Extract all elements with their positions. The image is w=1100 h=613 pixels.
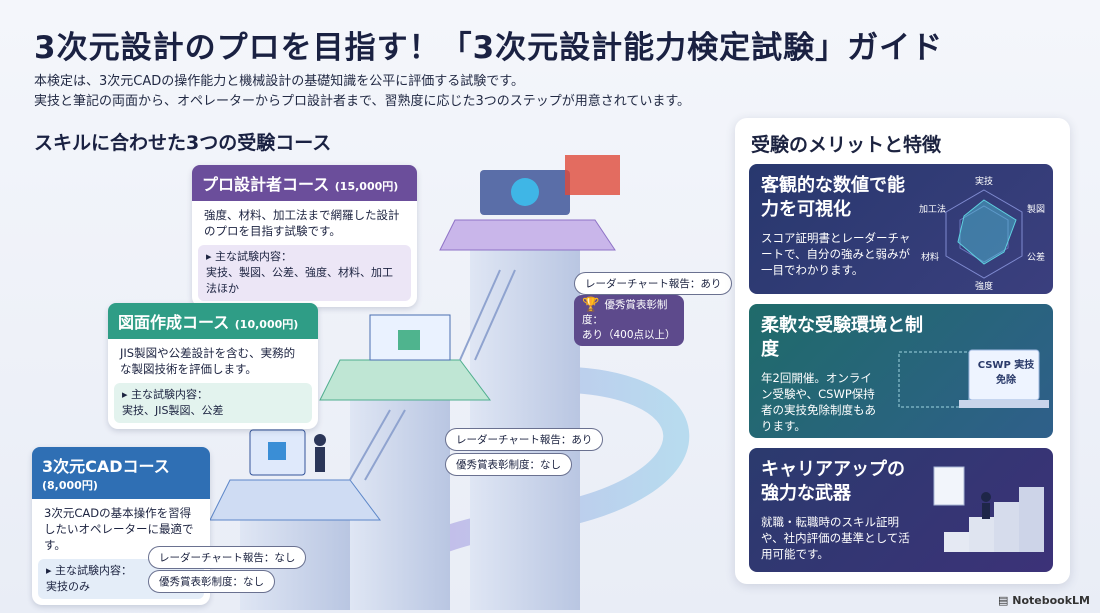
platform-cad [209,479,381,521]
career-stairs-icon [933,466,1044,552]
course-desc-drawing: JIS製図や公差設計を含む、実務的な製図技術を評価します。 [120,346,296,376]
heatmap-screen [565,155,620,195]
play-icon: ▸ [122,388,128,401]
platform-pro [439,219,616,251]
course-header-cad: 3次元CADコース (8,000円) [32,447,210,499]
course-header-pro: プロ設計者コース (15,000円) [192,165,417,201]
award-box-pro: 🏆 優秀賞表彰制度： あり（400点以上） [574,295,684,346]
merit-desc-visualize: スコア証明書とレーダーチャートで、自分の強みと弱みが一目でわかります。 [761,231,911,277]
intro-text: 本検定は、3次元CADの操作能力と機械設計の基礎知識を公平に評価する試験です。 … [34,72,690,112]
footer-brand: ▤ NotebookLM [998,594,1090,607]
radar-label-5: 材料 [921,251,939,263]
course-card-drawing: 図面作成コース (10,000円) JIS製図や公差設計を含む、実務的な製図技術… [108,303,318,429]
trophy-icon: 🏆 [582,297,600,313]
course-card-cad: 3次元CADコース (8,000円) 3次元CADの基本操作を習得したいオペレー… [32,447,210,605]
cad-cube [268,442,286,460]
radar-chart-icon: 実技 製図 公差 強度 材料 加工法 [919,175,1045,290]
intro-line-1: 本検定は、3次元CADの操作能力と機械設計の基礎知識を公平に評価する試験です。 [34,74,524,89]
radar-report-cad: レーダーチャート報告：なし [148,546,307,569]
tower-pro [470,240,580,610]
tower-illustration [209,155,690,610]
operator-figure [314,434,326,446]
play-icon: ▸ [46,564,52,577]
platform-drawing [319,359,491,401]
course-desc-cad: 3次元CADの基本操作を習得したいオペレーターに最適です。 [44,506,194,552]
merit-card-career: キャリアアップの強力な武器 就職・転職時のスキル証明や、社内評価の基準として活用… [749,448,1053,572]
radar-report-pro: レーダーチャート報告：あり [574,272,733,295]
course-price-drawing: (10,000円) [234,318,299,331]
course-name-pro: プロ設計者コース [202,175,330,194]
radar-label-1: 実技 [975,175,993,187]
radar-label-4: 強度 [975,280,993,290]
course-name-cad: 3次元CADコース [42,457,170,476]
radar-label-2: 製図 [1027,203,1045,215]
footer-brand-text: NotebookLM [1012,594,1090,607]
radar-label-6: 加工法 [919,203,946,215]
course-content-drawing: ▸ 主な試験内容： 実技、JIS製図、公差 [114,383,312,423]
merit-title-visualize: 客観的な数値で能力を可視化 [761,175,905,220]
merits-title: 受験のメリットと特徴 [751,134,942,156]
notebook-icon: ▤ [998,594,1009,607]
course-content-pro: ▸ 主な試験内容： 実技、製図、公差、強度、材料、加工法ほか [198,245,411,301]
merits-panel: 受験のメリットと特徴 客観的な数値で能力を可視化 スコア証明書とレーダーチャート… [735,118,1070,584]
courses-section-title: スキルに合わせた3つの受験コース [34,132,332,154]
stairs-upper [459,269,516,361]
stairs-lower [349,409,406,481]
merit-card-flexible: 柔軟な受験環境と制度 年2回開催。オンライン受験や、CSWP保持者の実技免除制度… [749,304,1053,438]
award-drawing: 優秀賞表彰制度：なし [445,453,572,476]
radar-report-drawing: レーダーチャート報告：あり [445,428,604,451]
merit-desc-career: 就職・転職時のスキル証明や、社内評価の基準として活用可能です。 [761,515,910,561]
merit-card-visualize: 客観的な数値で能力を可視化 スコア証明書とレーダーチャートで、自分の強みと弱みが… [749,164,1053,294]
operator-body [315,447,325,472]
merit-title-career: キャリアアップの強力な武器 [761,459,905,504]
content-value-pro: 実技、製図、公差、強度、材料、加工法ほか [206,266,393,295]
award-label-pro: 優秀賞表彰制度： [582,299,668,326]
award-cad: 優秀賞表彰制度：なし [148,570,275,593]
content-value-drawing: 実技、JIS製図、公差 [122,404,224,417]
content-value-cad: 実技のみ [46,580,90,593]
laptop-icon [898,349,1049,408]
course-price-cad: (8,000円) [42,479,98,492]
machine-rotor [511,178,539,206]
merit-title-flexible: 柔軟な受験環境と制度 [761,315,923,360]
merit-desc-flexible: 年2回開催。オンライン受験や、CSWP保持者の実技免除制度もあります。 [761,371,876,433]
course-card-pro: プロ設計者コース (15,000円) 強度、材料、加工法まで網羅した設計のプロを… [192,165,417,307]
drawing-part [398,330,420,350]
course-desc-pro: 強度、材料、加工法まで網羅した設計のプロを目指す試験です。 [204,208,400,238]
content-label-drawing: 主な試験内容： [131,388,209,401]
cswp-badge: CSWP 実技免除 [977,360,1035,386]
content-label-pro: 主な試験内容： [215,250,293,263]
radar-label-3: 公差 [1027,251,1045,263]
course-name-drawing: 図面作成コース [118,313,230,332]
content-label-cad: 主な試験内容： [55,564,133,577]
course-price-pro: (15,000円) [334,180,399,193]
page-title: 3次元設計のプロを目指す！「3次元設計能力検定試験」ガイド [34,30,944,66]
award-value-pro: あり（400点以上） [582,329,676,341]
play-icon: ▸ [206,250,212,263]
course-header-drawing: 図面作成コース (10,000円) [108,303,318,339]
intro-line-2: 実技と筆記の両面から、オペレーターからプロ設計者まで、習熟度に応じた3つのステッ… [34,94,691,109]
